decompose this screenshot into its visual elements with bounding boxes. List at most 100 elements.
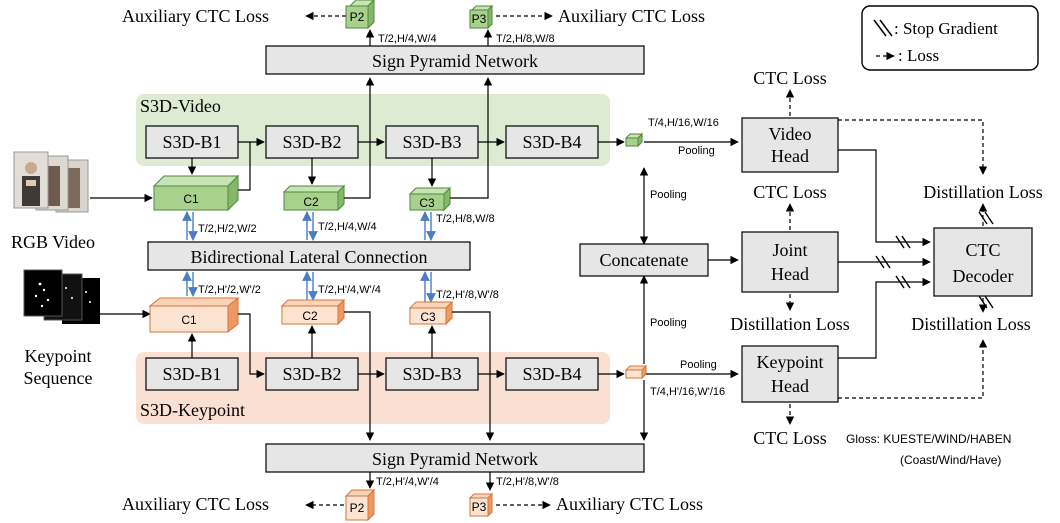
keypoint-head-line1: Keypoint bbox=[757, 352, 824, 372]
keypoint-c1-label: C1 bbox=[181, 313, 197, 327]
keypoint-ctc-loss: CTC Loss bbox=[753, 428, 827, 448]
video-block-b3 bbox=[385, 125, 479, 159]
video-c3-cube: C3 bbox=[408, 186, 452, 212]
keypoint-c1-cube: C1 bbox=[148, 296, 240, 334]
rgb-video-frames-image bbox=[13, 151, 89, 213]
concatenate-label: Concatenate bbox=[600, 250, 689, 270]
joint-head bbox=[741, 231, 839, 293]
video-c1-dim: T/2,H/2,W/2 bbox=[198, 223, 257, 235]
bottom-distillation-loss: Distillation Loss bbox=[911, 314, 1031, 334]
video-c2-cube: C2 bbox=[282, 184, 346, 212]
keypoint-c3-spn-link bbox=[452, 311, 495, 441]
video-stream-title: S3D-Video bbox=[140, 96, 221, 116]
blc-label: Bidirectional Lateral Connection bbox=[191, 247, 428, 267]
video-head-to-decoder bbox=[838, 149, 931, 247]
keypoint-block-b4-label: S3D-B4 bbox=[522, 364, 581, 384]
keypoint-block-b1 bbox=[145, 357, 239, 391]
video-c2-dim: T/2,H/4,W/4 bbox=[318, 221, 377, 233]
keypoint-label-2: Sequence bbox=[24, 368, 93, 388]
pooling-label-video-head: Pooling bbox=[678, 145, 715, 157]
keypoint-block-b3-label: S3D-B3 bbox=[402, 364, 461, 384]
video-c3-spn-link bbox=[450, 77, 493, 199]
ctc-decoder-line2: Decoder bbox=[953, 266, 1014, 286]
top-distillation-loss: Distillation Loss bbox=[923, 182, 1043, 202]
gloss-line2: (Coast/Wind/Have) bbox=[900, 453, 1001, 467]
keypoint-c2-spn-link bbox=[344, 311, 375, 441]
video-stream-background bbox=[136, 94, 610, 166]
bottom-p3-dim: T/2,H'/8,W'/8 bbox=[496, 476, 559, 488]
video-head-line2: Head bbox=[771, 146, 809, 166]
keypoint-block-b1-label: S3D-B1 bbox=[162, 364, 221, 384]
bottom-p3-label: P3 bbox=[472, 500, 487, 514]
video-block-b4 bbox=[505, 125, 599, 159]
video-c1-label: C1 bbox=[183, 192, 199, 206]
keypoint-c3-label: C3 bbox=[420, 310, 436, 324]
keypoint-c2-dim: T/2,H'/4,W'/4 bbox=[318, 284, 381, 296]
video-block-b2-label: S3D-B2 bbox=[282, 132, 341, 152]
keypoint-stream-background bbox=[136, 352, 610, 424]
keypoint-out-dim: T/4,H'/16,W'/16 bbox=[650, 386, 725, 398]
keypoint-head-to-decoder bbox=[838, 277, 931, 359]
keypoint-head-line2: Head bbox=[771, 376, 809, 396]
keypoint-c2-cube: C2 bbox=[280, 298, 346, 326]
keypoint-head-to-bottom-distill bbox=[838, 339, 988, 399]
top-p2-label: P2 bbox=[350, 10, 365, 24]
keypoint-sequence-image bbox=[23, 269, 100, 324]
keypoint-label-1: Keypoint bbox=[25, 346, 92, 366]
bottom-spn-label: Sign Pyramid Network bbox=[372, 449, 538, 469]
ctc-decoder bbox=[933, 227, 1033, 297]
top-p3-cube: P3 bbox=[469, 4, 494, 30]
video-head bbox=[741, 117, 839, 173]
pooling-label-keypoint-concat: Pooling bbox=[650, 317, 687, 329]
keypoint-stream-title: S3D-Keypoint bbox=[140, 400, 245, 420]
legend: : Stop Gradient : Loss bbox=[861, 5, 1039, 71]
video-out-cube bbox=[624, 132, 644, 148]
keypoint-c1-dim: T/2,H'/2,W'/2 bbox=[198, 284, 261, 296]
top-p2-cube: P2 bbox=[345, 0, 375, 30]
keypoint-c3-dim: T/2,H'/8,W'/8 bbox=[436, 289, 499, 301]
joint-ctc-loss: CTC Loss bbox=[753, 182, 827, 202]
legend-loss: : Loss bbox=[898, 46, 939, 65]
bidirectional-lateral-connection bbox=[147, 241, 471, 271]
video-out-dim: T/4,H/16,W/16 bbox=[648, 117, 719, 129]
video-c1-cube: C1 bbox=[152, 174, 240, 212]
bottom-aux-loss-left: Auxiliary CTC Loss bbox=[122, 494, 269, 514]
rgb-video-label: RGB Video bbox=[11, 232, 95, 252]
bottom-p2-cube: P2 bbox=[344, 488, 376, 522]
keypoint-c1-b2-link bbox=[238, 313, 265, 379]
top-aux-loss-right: Auxiliary CTC Loss bbox=[558, 6, 705, 26]
video-block-b3-label: S3D-B3 bbox=[402, 132, 461, 152]
bottom-aux-loss-right: Auxiliary CTC Loss bbox=[556, 494, 703, 514]
gloss-line1: Gloss: KUESTE/WIND/HABEN bbox=[846, 432, 1011, 446]
video-c2-spn-link bbox=[344, 77, 375, 199]
blc-arrows bbox=[182, 211, 436, 303]
top-p2-dim: T/2,H/4,W/4 bbox=[378, 33, 437, 45]
pooling-label-keypoint-head: Pooling bbox=[680, 359, 717, 371]
joint-head-line2: Head bbox=[771, 264, 809, 284]
stop-gradient-icon bbox=[873, 19, 893, 37]
keypoint-c3-cube: C3 bbox=[408, 300, 454, 326]
keypoint-out-cube bbox=[624, 364, 648, 380]
keypoint-block-b2-label: S3D-B2 bbox=[282, 364, 341, 384]
video-head-line1: Video bbox=[769, 124, 812, 144]
top-aux-loss-left: Auxiliary CTC Loss bbox=[122, 6, 269, 26]
bottom-sign-pyramid-network bbox=[265, 443, 645, 473]
top-sign-pyramid-network bbox=[265, 45, 645, 75]
keypoint-head bbox=[741, 345, 839, 403]
top-spn-label: Sign Pyramid Network bbox=[372, 51, 538, 71]
video-block-b4-label: S3D-B4 bbox=[522, 132, 581, 152]
joint-distillation-loss: Distillation Loss bbox=[730, 314, 850, 334]
keypoint-c2-label: C2 bbox=[302, 309, 318, 323]
video-head-to-top-distill bbox=[838, 119, 988, 175]
pooling-label-video-concat: Pooling bbox=[650, 189, 687, 201]
top-p3-label: P3 bbox=[472, 12, 487, 26]
video-block-b1-label: S3D-B1 bbox=[162, 132, 221, 152]
bottom-p2-label: P2 bbox=[350, 501, 365, 515]
video-c3-label: C3 bbox=[419, 196, 435, 210]
ctc-decoder-line1: CTC bbox=[965, 240, 1000, 260]
bottom-p3-cube: P3 bbox=[468, 492, 494, 518]
joint-head-line1: Joint bbox=[772, 240, 807, 260]
top-p3-dim: T/2,H/8,W/8 bbox=[496, 33, 555, 45]
